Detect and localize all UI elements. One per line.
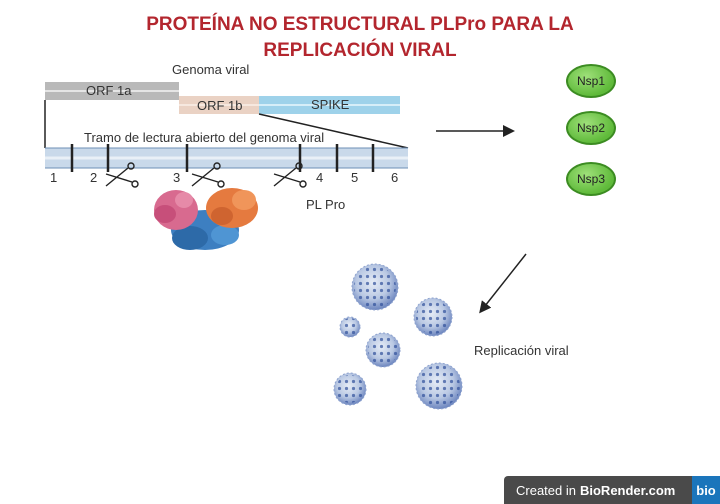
arrow-to-replication [479,253,527,314]
title-line-2: REPLICACIÓN VIRAL [263,40,457,61]
nsp3-label: Nsp3 [576,172,605,186]
expansion-line-right [258,113,409,149]
virus-particle-icon [415,362,463,410]
site-label-3: 3 [173,170,181,185]
nsp1-node: Nsp1 [566,64,616,98]
virus-particle-icon [333,372,367,406]
plpro-protein-icon [154,188,258,250]
site-label-5: 5 [351,170,359,185]
scissors-icon [105,162,139,188]
biorender-logo: bio [692,476,720,504]
site-label-6: 6 [391,170,399,185]
nsp1-label: Nsp1 [576,74,605,88]
virus-particle-icon [339,316,361,338]
credit-prefix: Created in [516,482,576,498]
credit-brand: BioRender.com [579,482,676,498]
spike-label: SPIKE [311,97,350,112]
reading-frame-label: Tramo de lectura abierto del genoma vira… [84,130,325,145]
nsp3-node: Nsp3 [566,162,616,196]
virus-particle-icon [365,332,401,368]
virus-particle-icon [351,263,399,311]
title-line-1: PROTEÍNA NO ESTRUCTURAL PLPro PARA LA [146,14,574,35]
orf1b-label: ORF 1b [197,98,243,113]
biorender-credit[interactable]: Created in BioRender.com bio [504,476,720,504]
replication-label: Replicación viral [474,343,569,358]
page-title: PROTEÍNA NO ESTRUCTURAL PLPro PARA LA RE… [0,12,720,64]
genome-label: Genoma viral [172,62,250,77]
scissors-icon [191,162,225,188]
site-label-2: 2 [90,170,98,185]
virus-particle-icon [413,297,453,337]
site-label-1: 1 [50,170,58,185]
nsp2-node: Nsp2 [566,111,616,145]
plpro-label: PL Pro [306,197,346,212]
orf1a-label: ORF 1a [86,83,132,98]
scissors-icon [273,162,307,188]
nsp2-label: Nsp2 [576,121,605,135]
site-label-4: 4 [316,170,324,185]
